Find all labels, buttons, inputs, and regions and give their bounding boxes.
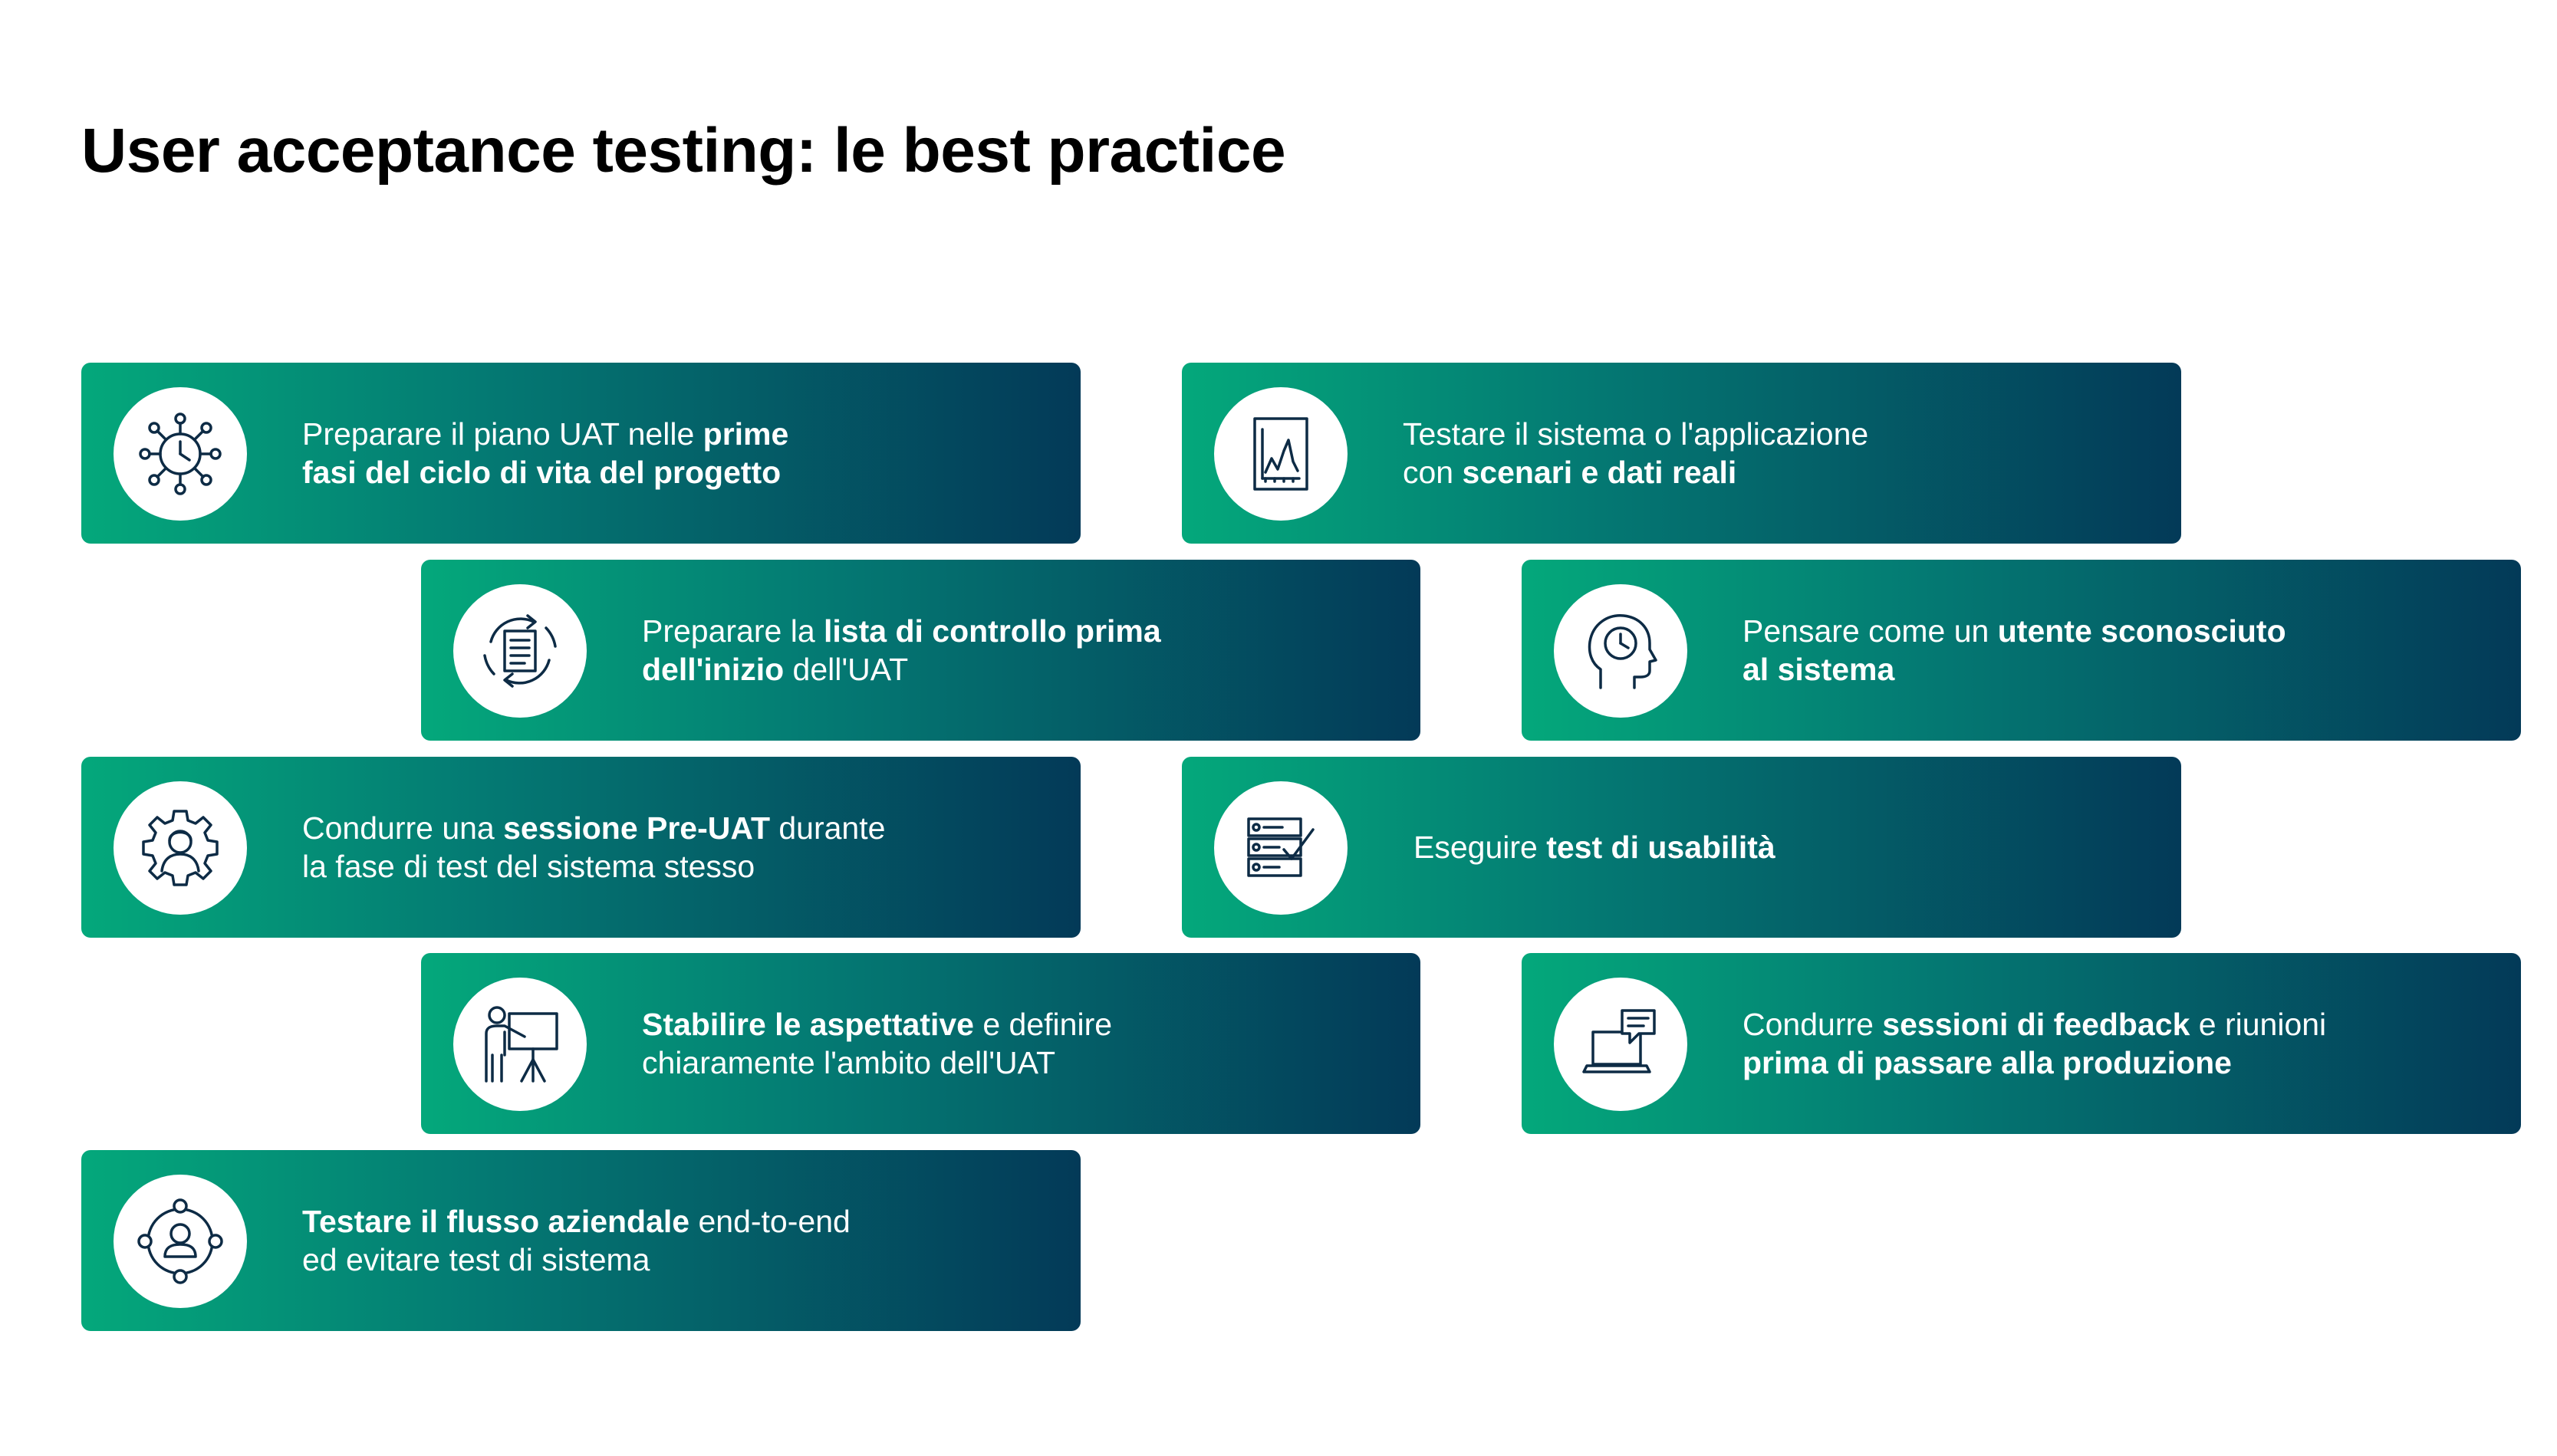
card-text-bold: sessione Pre-UAT <box>503 810 770 846</box>
card-text-bold: al sistema <box>1743 652 1895 687</box>
checklist-cycle-icon <box>483 614 557 688</box>
card-text-line: Pensare come un utente sconosciuto <box>1743 612 2286 650</box>
card-text-regular: Pensare come un <box>1743 613 1998 649</box>
card-text-block: Eseguire test di usabilità <box>1413 828 1775 866</box>
card-text-bold: sessioni di feedback <box>1882 1007 2190 1042</box>
icon-circle <box>453 584 587 718</box>
card-text-line: fasi del ciclo di vita del progetto <box>302 453 788 491</box>
card-text-regular: e riunioni <box>2190 1007 2327 1042</box>
gear-person-icon <box>142 810 219 886</box>
card-text-line: Condurre sessioni di feedback e riunioni <box>1743 1005 2326 1044</box>
icon-circle <box>453 978 587 1111</box>
card-text-line: Condurre una sessione Pre-UAT durante <box>302 809 885 847</box>
card-text-bold: prime <box>703 416 789 452</box>
card-text-bold: test di usabilità <box>1546 830 1775 865</box>
card-text-regular: con <box>1403 455 1463 490</box>
icon-circle <box>1214 387 1348 521</box>
card-text-block: Condurre sessioni di feedback e riunioni… <box>1743 1005 2326 1082</box>
head-clock-icon <box>1588 614 1657 689</box>
card-text-line: Testare il flusso aziendale end-to-end <box>302 1202 851 1241</box>
card-text-bold: scenari e dati reali <box>1462 455 1737 490</box>
card-text: Condurre sessioni di feedback e riunioni… <box>1743 953 2479 1134</box>
clock-network-icon <box>139 412 222 495</box>
card-text-line: Eseguire test di usabilità <box>1413 828 1775 866</box>
icon-circle <box>114 387 247 521</box>
card-text-bold: fasi del ciclo di vita del progetto <box>302 455 782 490</box>
card-text-bold: lista di controllo prima <box>824 613 1161 649</box>
card-text-regular: chiaramente l'ambito dell'UAT <box>642 1045 1056 1080</box>
card-text-bold: prima di passare alla produzione <box>1743 1045 2232 1080</box>
card-text-line: con scenari e dati reali <box>1403 453 1868 491</box>
chart-document-icon <box>1253 417 1308 491</box>
card-text-regular: la fase di test del sistema stesso <box>302 849 755 884</box>
card-text-line: Preparare la lista di controllo prima <box>642 612 1161 650</box>
card-text-regular: Condurre <box>1743 1007 1883 1042</box>
card-text-line: la fase di test del sistema stesso <box>302 847 885 886</box>
icon-circle <box>1554 978 1687 1111</box>
icon-circle <box>1214 781 1348 915</box>
practice-card: Eseguire test di usabilità <box>1182 757 2181 938</box>
card-text-bold: dell'inizio <box>642 652 785 687</box>
card-text-regular: dell'UAT <box>784 652 909 687</box>
user-network-icon <box>137 1198 223 1284</box>
icon-circle <box>1554 584 1687 718</box>
card-text-line: dell'inizio dell'UAT <box>642 650 1161 689</box>
laptop-chat-icon <box>1582 1009 1656 1073</box>
card-text-regular: Testare il sistema o l'applicazione <box>1403 416 1869 452</box>
card-text-regular: durante <box>769 810 886 846</box>
checklist-icon <box>1247 817 1315 877</box>
card-text-line: Testare il sistema o l'applicazione <box>1403 415 1868 453</box>
card-text-line: prima di passare alla produzione <box>1743 1044 2326 1082</box>
icon-circle <box>114 1175 247 1308</box>
card-text-line: chiaramente l'ambito dell'UAT <box>642 1044 1112 1082</box>
card-text-line: ed evitare test di sistema <box>302 1241 851 1279</box>
card-text-bold: utente sconosciuto <box>1997 613 2286 649</box>
card-text-regular: Condurre una <box>302 810 504 846</box>
card-text-regular: end-to-end <box>689 1204 851 1239</box>
icon-circle <box>114 781 247 915</box>
card-text-regular: ed evitare test di sistema <box>302 1242 650 1277</box>
card-text-regular: Eseguire <box>1413 830 1547 865</box>
card-text-line: Preparare il piano UAT nelle prime <box>302 415 788 453</box>
card-text-regular: e definire <box>973 1007 1113 1042</box>
card-text-line: Stabilire le aspettative e definire <box>642 1005 1112 1044</box>
card-text-bold: Testare il flusso aziendale <box>302 1204 690 1239</box>
card-text-line: al sistema <box>1743 650 2286 689</box>
page-title: User acceptance testing: le best practic… <box>81 116 1286 186</box>
card-text: Eseguire test di usabilità <box>1413 757 2150 938</box>
card-text-regular: Preparare il piano UAT nelle <box>302 416 703 452</box>
card-text-regular: Preparare la <box>642 613 824 649</box>
presentation-icon <box>485 1006 558 1083</box>
card-text-bold: Stabilire le aspettative <box>642 1007 974 1042</box>
practice-card: Condurre sessioni di feedback e riunioni… <box>1522 953 2521 1134</box>
